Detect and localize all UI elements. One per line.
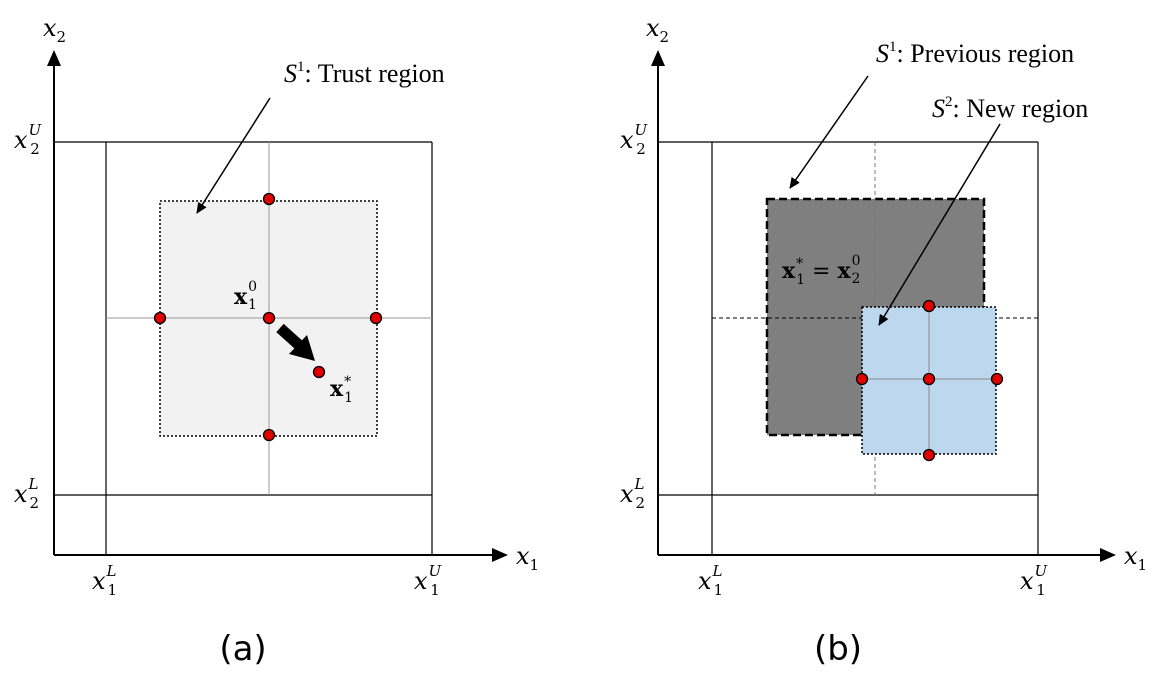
caption-a: (a): [219, 629, 266, 669]
optimum-point-label: x*1: [330, 374, 353, 406]
sample-point-right: [990, 372, 1004, 386]
trust-region-label: S1: Trust region: [284, 59, 445, 88]
sample-point-bottom: [922, 448, 936, 462]
x-axis-label: x1: [1124, 542, 1147, 574]
sample-point-center: [262, 311, 276, 325]
x-axis-arrow-icon: [1100, 548, 1116, 562]
x-axis-label: x1: [516, 542, 539, 574]
new-region-label: S2: New region: [932, 94, 1088, 123]
optimum-point: [312, 365, 326, 379]
sample-point-left: [153, 311, 167, 325]
step-arrow-icon: [289, 335, 315, 361]
sample-point-right: [369, 311, 383, 325]
sample-point-top: [262, 192, 276, 206]
sample-point-left: [855, 372, 869, 386]
previous-region-label: S1: Previous region: [876, 39, 1074, 68]
caption-b: (b): [814, 629, 862, 669]
y-axis-label: x2: [646, 14, 669, 46]
sample-point-top: [922, 299, 936, 313]
y-axis-arrow-icon: [651, 50, 665, 66]
previous-region-arrow: [789, 75, 869, 189]
y-axis-label: x2: [43, 14, 66, 46]
step-arrow-shaft: [276, 323, 304, 351]
y-axis-arrow-icon: [47, 50, 61, 66]
sample-point-bottom: [262, 428, 276, 442]
x-axis-arrow-icon: [492, 548, 508, 562]
region-label-arrow: [196, 97, 271, 214]
new-region-arrow: [878, 123, 1001, 326]
sample-point-center: [922, 372, 936, 386]
